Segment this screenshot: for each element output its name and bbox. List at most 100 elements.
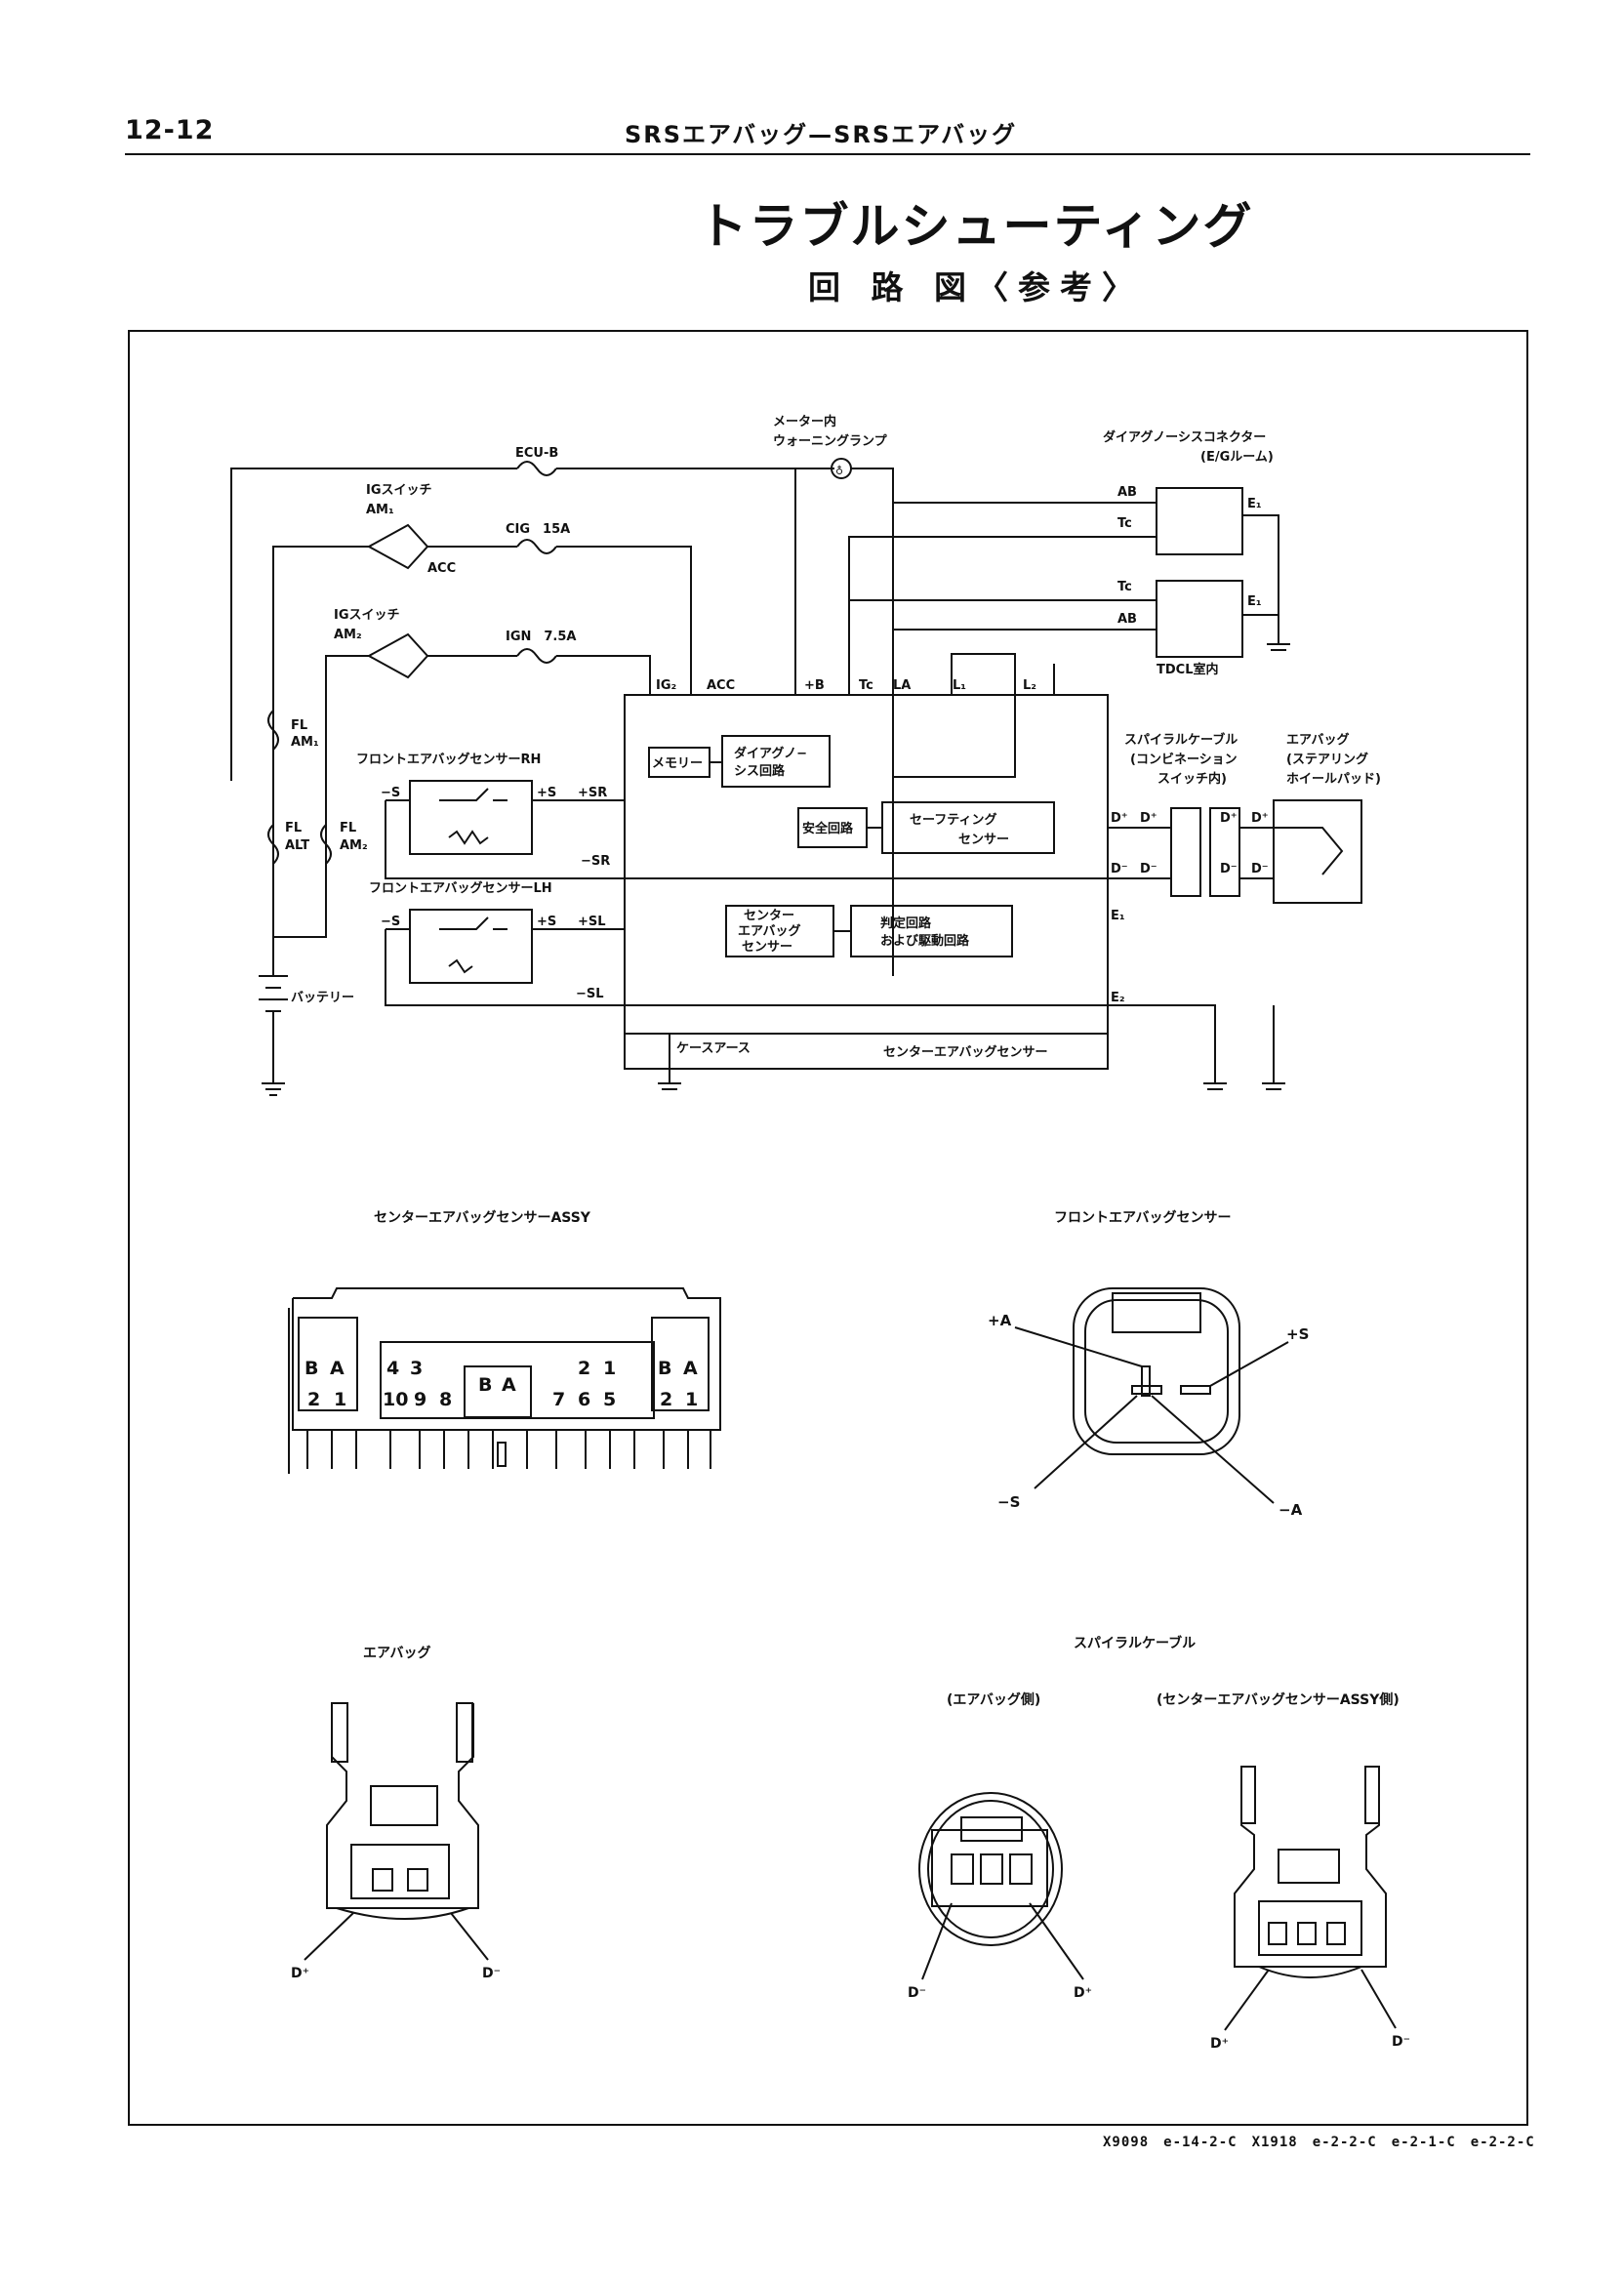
circuit-diagram: ♁ [230,458,1362,1096]
label-center-sensor-box-1: センター [744,909,794,923]
label-fl-am1-b: AM₁ [291,735,319,750]
pin-3: 3 [410,1358,423,1379]
pin-a-mid: A [502,1374,516,1396]
label-fl-alt-a: FL [285,821,302,835]
label-diag-connector-1: ダイアグノーシスコネクター [1103,429,1266,445]
label-tc-1: Tc [1117,516,1132,531]
pin-2-left: 2 [307,1389,320,1410]
label-ab-2: AB [1117,612,1137,627]
front-sensor-title: フロントエアバッグセンサー [1054,1209,1231,1226]
pin-b-left: B [304,1358,318,1379]
airbag-conn-title: エアバッグ [363,1645,430,1661]
front-sensor-connector [1014,1287,1289,1504]
pin-9: 9 [414,1389,426,1410]
pin-10: 10 [383,1389,408,1410]
label-meter-lamp-1: メーター内 [773,414,836,429]
label-spiral-3: スイッチ内) [1157,771,1227,787]
label-airbag-unit-3: ホイールパッド) [1286,772,1381,787]
label-am1: AM₁ [366,503,394,517]
pin-plus-a: +A [988,1312,1012,1329]
label-ig-switch-2: IGスイッチ [334,608,400,623]
pin-2-right: 2 [660,1389,672,1410]
label-la: LA [893,678,911,693]
pin-plus-s: +S [1286,1325,1309,1343]
center-assy-connector [288,1287,721,1474]
label-d-minus-1: D⁻ [1111,862,1128,876]
label-judge-circuit-1: 判定回路 [880,916,932,931]
label-am2: AM₂ [334,628,362,642]
svg-text:♁: ♁ [835,465,843,477]
label-minus-sr: −SR [581,854,610,869]
label-e1-1: E₁ [1247,497,1262,511]
label-l2: L₂ [1023,678,1036,693]
label-ab-1: AB [1117,485,1137,500]
label-center-sensor-box-3: センサー [742,940,792,955]
label-plus-sl: +SL [578,915,606,929]
pin-5: 5 [603,1389,616,1410]
pin-a-left: A [330,1358,345,1379]
pin-a-right: A [683,1358,698,1379]
spiral-conn-title: スパイラルケーブル [1074,1635,1196,1651]
label-case-ground: ケースアース [676,1041,751,1056]
pin-8: 8 [439,1389,452,1410]
label-d-plus-2: D⁺ [1140,811,1157,826]
airbag-connector [304,1702,489,1961]
circuit-labels: ECU-B CIG 15A IGN 7.5A IGスイッチ AM₁ ACC IG… [285,414,1381,1060]
spiral-b-pin-d-plus: D⁺ [1210,2036,1229,2052]
center-assy-pins: B A 2 1 4 3 10 9 8 B A 2 1 7 6 5 B A 2 1 [304,1358,698,1410]
label-e2-ecu: E₂ [1111,991,1125,1005]
label-e1-2: E₁ [1247,594,1262,609]
pin-b-mid: B [478,1374,492,1396]
spiral-a-pin-d-minus: D⁻ [908,1985,926,2001]
pin-1-left: 1 [334,1389,346,1410]
label-plus-s-lh: +S [537,915,556,929]
label-spiral-1: スパイラルケーブル [1124,732,1238,748]
page-subtitle: 回 路 図〈参考〉 [808,268,1144,306]
label-diag-circuit-1: ダイアグノ− [734,746,807,761]
label-spiral-2: (コンビネーション [1130,752,1238,767]
label-center-sensor: センターエアバッグセンサー [883,1044,1047,1060]
pin-4: 4 [386,1358,399,1379]
label-battery: バッテリー [291,991,354,1005]
label-safing-sensor-1: セーフティング [910,812,996,828]
spiral-assy-side-connector [1224,1766,1397,2031]
label-fl-am2-b: AM₂ [340,838,368,853]
label-d-plus-3: D⁺ [1220,811,1238,826]
airbag-pins: D⁺ D⁻ [291,1966,501,1981]
label-diag-connector-2: (E/Gルーム) [1200,450,1274,465]
label-d-plus-4: D⁺ [1251,811,1269,826]
center-assy-title: センターエアバッグセンサーASSY [374,1209,591,1226]
diagram-frame [128,330,1528,2126]
connector-titles: センターエアバッグセンサーASSY フロントエアバッグセンサー エアバッグ スパ… [363,1209,1400,1708]
spiral-a-pin-d-plus: D⁺ [1074,1985,1092,2001]
label-ign: IGN 7.5A [506,630,576,644]
pin-1-right: 1 [685,1389,698,1410]
label-ig2: IG₂ [656,678,676,693]
label-minus-sl: −SL [576,987,604,1001]
spiral-airbag-side-connector [918,1792,1084,1980]
label-tdcl: TDCL室内 [1157,662,1218,677]
label-minus-s-rh: −S [381,786,400,800]
spiral-assy-side: (センターエアバッグセンサーASSY側) [1157,1691,1400,1708]
label-fl-alt-b: ALT [285,838,309,853]
label-d-minus-2: D⁻ [1140,862,1157,876]
label-plus-s-rh: +S [537,786,556,800]
label-d-minus-4: D⁻ [1251,862,1269,876]
label-tc-2: Tc [1117,580,1132,594]
label-fl-am2-a: FL [340,821,356,835]
page-title: トラブルシューティング [698,198,1254,255]
airbag-pin-d-minus: D⁻ [482,1966,501,1981]
label-diag-circuit-2: シス回路 [734,763,786,779]
spiral-assy-side-pins: D⁺ D⁻ [1210,2034,1410,2052]
label-l1: L₁ [953,678,966,693]
pin-minus-s: −S [997,1493,1020,1511]
label-d-plus-1: D⁺ [1111,811,1128,826]
label-front-lh: フロントエアバッグセンサーLH [369,880,552,896]
label-safing-sensor-2: センサー [958,833,1009,847]
label-tc: Tc [859,678,873,693]
spiral-airbag-side-pins: D⁻ D⁺ [908,1985,1092,2001]
label-meter-lamp-2: ウォーニングランプ [773,433,888,449]
pin-b-right: B [658,1358,671,1379]
spiral-airbag-side: (エアバッグ側) [947,1691,1040,1708]
